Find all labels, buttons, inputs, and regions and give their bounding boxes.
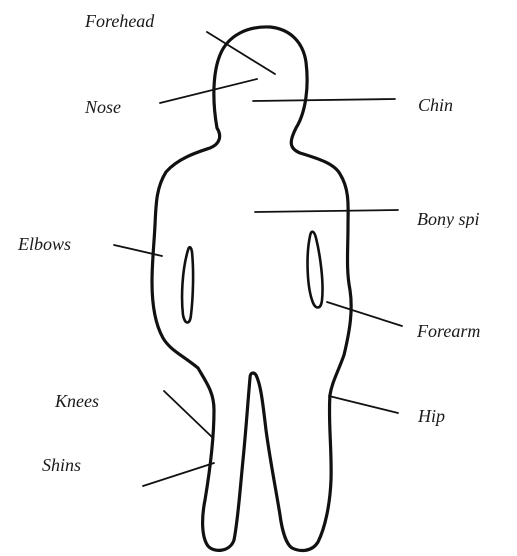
pointer-line-shins bbox=[143, 463, 214, 486]
label-elbows: Elbows bbox=[18, 235, 71, 253]
pointer-line-knees bbox=[164, 391, 213, 438]
label-shins: Shins bbox=[42, 456, 81, 474]
pointer-line-bony-spine bbox=[255, 210, 398, 212]
left-arm-gap bbox=[182, 247, 193, 322]
label-forehead: Forehead bbox=[85, 12, 154, 30]
right-arm-gap bbox=[308, 232, 323, 308]
pointer-line-hip bbox=[329, 396, 398, 413]
pointer-line-forearm bbox=[327, 302, 402, 326]
label-forearm: Forearm bbox=[417, 322, 512, 340]
label-nose: Nose bbox=[85, 98, 121, 116]
label-hip: Hip bbox=[418, 407, 445, 425]
label-bony-spine: Bony spi bbox=[417, 210, 507, 228]
label-knees: Knees bbox=[55, 392, 99, 410]
pointer-line-nose bbox=[160, 79, 257, 103]
label-chin: Chin bbox=[418, 96, 453, 114]
pointer-line-chin bbox=[253, 99, 395, 101]
